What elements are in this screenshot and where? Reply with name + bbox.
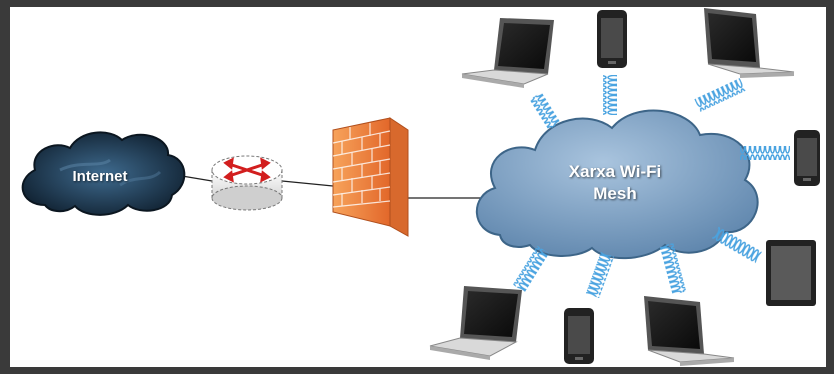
tablet-icon (766, 240, 816, 306)
link-router-firewall (281, 180, 334, 187)
mesh-cloud-icon (475, 109, 759, 260)
wifi-coil-8 (659, 243, 687, 295)
wifi-links (512, 75, 790, 299)
smartphone-icon (794, 130, 820, 186)
wifi-coil-2 (603, 75, 617, 115)
wifi-coil-7 (585, 251, 615, 299)
wifi-coil-6 (512, 245, 550, 293)
laptop-icon (461, 18, 554, 88)
laptop-icon (429, 286, 522, 360)
smartphone-icon (564, 308, 594, 364)
router-icon (211, 155, 283, 211)
wifi-coil-4 (740, 146, 790, 160)
link-internet-router (181, 175, 213, 182)
mesh-label-line2: Mesh (593, 184, 637, 203)
smartphone-icon (597, 10, 627, 68)
laptop-icon (644, 296, 735, 366)
wifi-coil-1 (529, 92, 561, 130)
laptop-icon (704, 8, 795, 78)
mesh-label-line1: Xarxa Wi-Fi (568, 162, 662, 181)
router-arrows-icon (223, 157, 271, 183)
internet-label: Internet (72, 168, 128, 185)
firewall-icon (332, 117, 409, 237)
wifi-coil-3 (694, 78, 746, 112)
internet-cloud-icon (21, 131, 186, 216)
wifi-coil-5 (711, 226, 763, 264)
